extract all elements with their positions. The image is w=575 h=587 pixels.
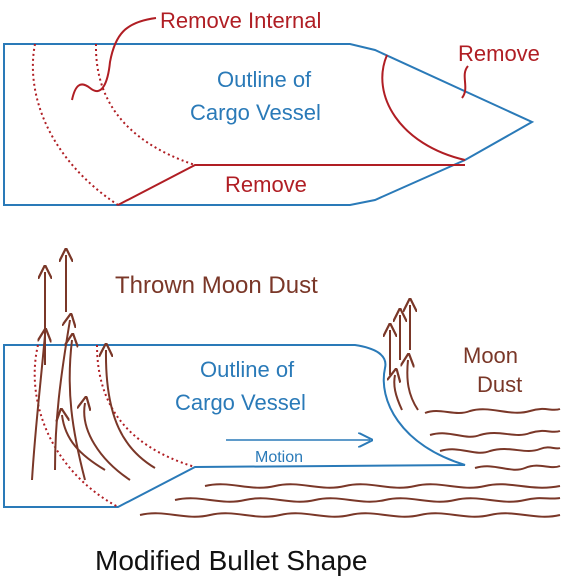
top-removal-outer-curve (31, 43, 119, 206)
motion-label: Motion (255, 449, 303, 466)
bottom-diagram: Thrown Moon Dust Moon Dust Outline of Ca… (3, 255, 561, 518)
remove-nose-pointer (461, 65, 469, 99)
bottom-removal-outer-curve (33, 344, 119, 508)
thrown-dust-arrow (70, 340, 86, 481)
top-removal-bottom-line (117, 164, 465, 206)
dust-wave-line (439, 446, 561, 454)
remove-internal-pointer (71, 17, 157, 101)
top-outline-line2: Cargo Vessel (190, 100, 321, 125)
dust-wave-line (429, 429, 561, 438)
dust-wave-line (424, 407, 561, 414)
thrown-dust-arrow (62, 415, 106, 471)
remove-internal-label: Remove Internal (160, 8, 321, 33)
nose-dust-arrow (407, 360, 419, 411)
bottom-outline-line1: Outline of (200, 357, 295, 382)
thrown-dust-arrow (54, 320, 70, 471)
bottom-outline-line2: Cargo Vessel (175, 390, 306, 415)
thrown-dust-arrow (84, 403, 131, 481)
dust-wave-line (474, 464, 561, 471)
dust-wave-line (204, 483, 561, 489)
diagram-caption: Modified Bullet Shape (95, 545, 367, 576)
thrown-dust-label: Thrown Moon Dust (115, 272, 318, 299)
dust-wave-line (174, 497, 561, 503)
dust-wave-line (139, 512, 561, 518)
remove-bottom-label: Remove (225, 172, 307, 197)
top-outline-line1: Outline of (217, 67, 312, 92)
top-removal-nose-curve (381, 54, 466, 161)
thrown-dust-arrow (106, 350, 156, 469)
top-diagram: Remove Internal Remove Remove Outline of… (3, 8, 540, 206)
moon-dust-label-line1: Moon (463, 343, 518, 368)
nose-dust-arrow (394, 375, 403, 411)
bottom-vessel-outline (3, 344, 466, 508)
remove-nose-label: Remove (458, 41, 540, 66)
moon-dust-label-line2: Dust (477, 372, 522, 397)
thrown-dust-arrow (31, 335, 45, 481)
